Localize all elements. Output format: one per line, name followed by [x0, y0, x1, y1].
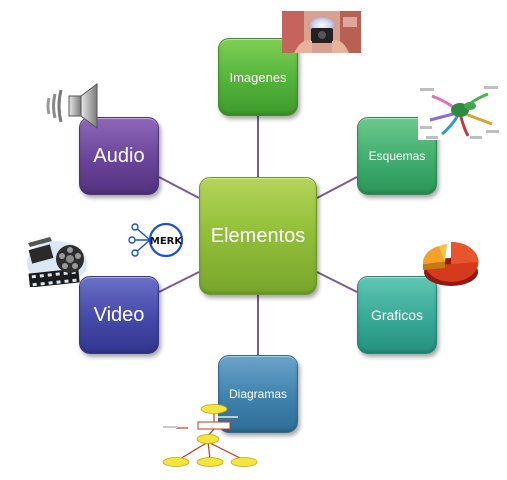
- node-esquemas: Esquemas: [357, 117, 437, 195]
- node-audio: Audio: [79, 117, 159, 195]
- node-graficos: Graficos: [357, 276, 437, 354]
- connector-audio: [158, 176, 200, 199]
- node-diagramas-label: Diagramas: [228, 387, 288, 401]
- connector-graficos: [316, 271, 358, 293]
- center-node: Elementos: [199, 177, 317, 295]
- connector-esquemas: [316, 176, 358, 199]
- node-esquemas-label: Esquemas: [368, 149, 426, 163]
- node-graficos-label: Graficos: [370, 307, 424, 323]
- node-video: Video: [79, 276, 159, 354]
- speaker-icon: [46, 83, 98, 129]
- pie-chart-icon: [422, 241, 479, 286]
- film-reel-icon: [27, 237, 87, 287]
- network-logo-icon: MERK: [128, 222, 183, 258]
- mind-map-thumbnail-icon: [418, 82, 502, 140]
- node-imagenes-label: Imagenes: [229, 69, 287, 85]
- network-logo-text: MERK: [150, 236, 183, 247]
- node-video-label: Video: [93, 303, 145, 326]
- photo-thumbnail-icon: [282, 11, 361, 53]
- node-audio-label: Audio: [93, 144, 145, 167]
- center-node-label: Elementos: [210, 224, 306, 247]
- flowchart-thumbnail-icon: [162, 404, 258, 467]
- connector-video: [158, 271, 200, 293]
- node-diagramas: Diagramas: [218, 355, 298, 433]
